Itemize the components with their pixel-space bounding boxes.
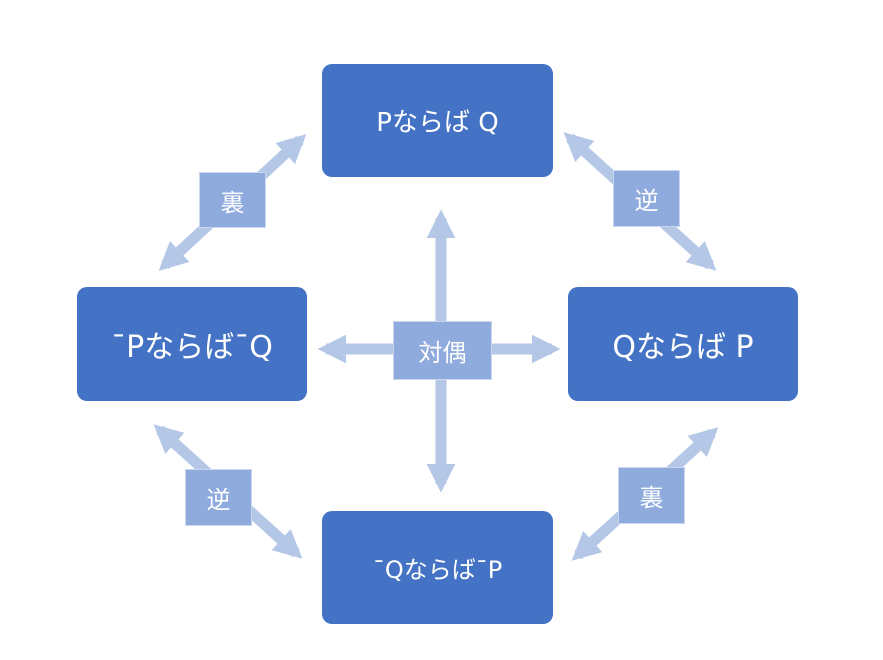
proposition-text-right: Qならば P <box>612 330 754 365</box>
relation-label-bottom-right: 裏 <box>618 467 685 524</box>
relation-label-top-right: 逆 <box>613 170 680 227</box>
relation-text-top-right: 逆 <box>634 187 659 215</box>
proposition-text-top: Pならば Q <box>376 108 499 138</box>
relation-text-bottom-right: 裏 <box>639 484 664 512</box>
proposition-box-top: Pならば Q <box>322 64 553 177</box>
relation-label-center: 対偶 <box>393 321 492 380</box>
relation-label-bottom-left: 逆 <box>185 469 252 526</box>
relation-text-top-left: 裏 <box>220 188 245 217</box>
relation-text-bottom-left: 逆 <box>206 486 231 514</box>
relation-text-center: 対偶 <box>418 339 467 367</box>
relation-label-top-left: 裏 <box>199 172 266 228</box>
proposition-box-right: Qならば P <box>568 287 798 401</box>
proposition-text-bottom: ¯Qならば¯P <box>372 556 503 584</box>
proposition-box-left: ¯Pならば¯Q <box>77 287 307 401</box>
proposition-text-left: ¯Pならば¯Q <box>111 330 273 365</box>
proposition-box-bottom: ¯Qならば¯P <box>322 511 553 624</box>
